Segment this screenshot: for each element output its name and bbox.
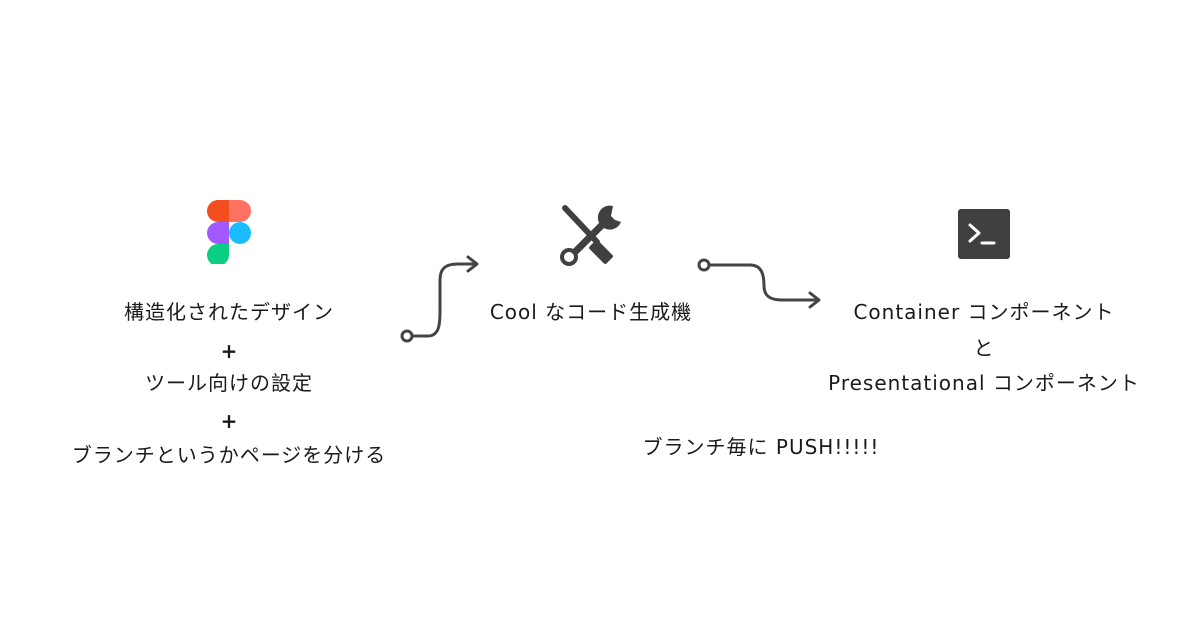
middle-title-code-generator: Cool なコード生成機 xyxy=(489,300,693,324)
left-line-tool-settings: ツール向けの設定 xyxy=(145,371,313,395)
connector-left-to-middle xyxy=(400,255,479,343)
left-line-structured-design: 構造化されたデザイン xyxy=(124,300,334,324)
left-plus-1: + xyxy=(220,339,238,363)
right-line-presentational-component: Presentational コンポーネント xyxy=(828,371,1140,395)
right-line-and: と xyxy=(973,336,995,360)
connector-middle-to-right xyxy=(697,258,821,309)
right-line-container-component: Container コンポーネント xyxy=(853,300,1115,324)
tools-icon xyxy=(560,205,621,266)
terminal-icon xyxy=(958,209,1010,259)
left-plus-2: + xyxy=(220,409,238,433)
push-per-branch-note: ブランチ毎に PUSH!!!!! xyxy=(642,435,880,459)
left-line-branch-pages: ブランチというかページを分ける xyxy=(71,443,387,467)
figma-logo-icon xyxy=(207,200,251,264)
